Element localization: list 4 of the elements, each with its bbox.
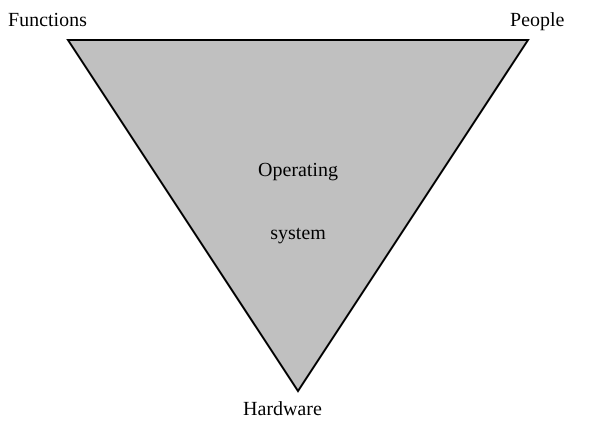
corner-label: Hardware <box>243 397 322 421</box>
corner-label: People <box>510 8 564 32</box>
node-text: Operating system <box>257 158 339 246</box>
corner-label: Functions <box>8 8 87 32</box>
